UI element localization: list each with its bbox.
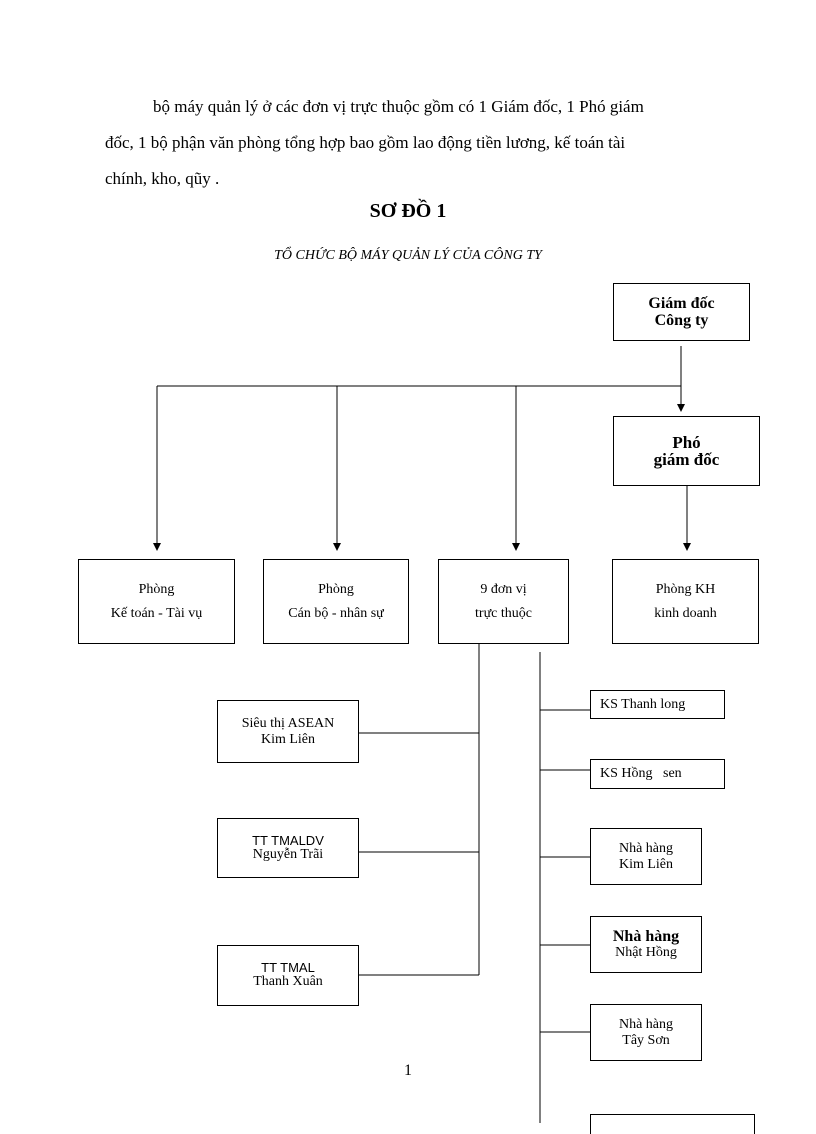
box-label: Thanh Xuân: [253, 974, 323, 989]
nha-hang-tay-son-box: Nhà hàng Tây Sơn: [590, 1004, 702, 1061]
personnel-department-box: Phòng Cán bộ - nhân sự: [263, 559, 409, 644]
accounting-department-box: Phòng Kế toán - Tài vụ: [78, 559, 235, 644]
business-department-box: Phòng KH kinh doanh: [612, 559, 759, 644]
box-label: trực thuộc: [475, 605, 532, 621]
box-label: Nguyễn Trãi: [252, 846, 324, 862]
box-label: Nhà hàng: [612, 928, 680, 945]
nha-hang-kim-lien-box: Nhà hàng Kim Liên: [590, 828, 702, 885]
box-label: 9 đơn vị: [480, 581, 527, 597]
box-label: Phòng KH: [655, 581, 716, 597]
box-label: Kim Liên: [618, 856, 674, 872]
box-label: Phòng: [138, 581, 175, 597]
box-label: Nhà hàng: [618, 1016, 674, 1032]
ks-thanh-long-box: KS Thanh long: [590, 690, 725, 719]
box-label: Siêu thị ASEAN: [241, 715, 335, 731]
cut-off-box: [590, 1114, 755, 1134]
intro-paragraph: bộ máy quản lý ở các đơn vị trực thuộc g…: [105, 89, 760, 197]
box-label: Công ty: [654, 312, 709, 329]
thanh-xuan-center-box: TT TMAL Thanh Xuân: [217, 945, 359, 1006]
paragraph-line: đốc, 1 bộ phận văn phòng tổng hợp bao gồ…: [105, 133, 626, 152]
box-label: KS Thanh long: [600, 696, 686, 712]
box-label: Giám đốc: [648, 295, 715, 312]
diagram-subtitle: TỔ CHỨC BỘ MÁY QUẢN LÝ CỦA CÔNG TY: [274, 248, 542, 263]
box-label: TT TMAL: [261, 960, 315, 975]
paragraph-line: chính, kho, qũy .: [105, 169, 220, 188]
nguyen-trai-center-box: TT TMALDV Nguyễn Trãi: [217, 818, 359, 878]
asean-supermarket-box: Siêu thị ASEAN Kim Liên: [217, 700, 359, 763]
nha-hang-nhat-hong-box: Nhà hàng Nhật Hồng: [590, 916, 702, 973]
director-box: Giám đốc Công ty: [613, 283, 750, 341]
box-label: KS Hồng sen: [600, 766, 682, 781]
box-label: Tây Sơn: [622, 1032, 670, 1048]
box-label: Cán bộ - nhân sự: [288, 605, 384, 621]
diagram-title: SƠ ĐỒ 1: [369, 200, 447, 222]
box-label: Kế toán - Tài vụ: [110, 605, 203, 621]
box-label: Phòng: [318, 581, 354, 597]
box-label: giám đốc: [653, 450, 720, 469]
box-label: Kim Liên: [260, 731, 316, 747]
page-number: 1: [404, 1062, 412, 1079]
box-label: Nhật Hồng: [615, 945, 677, 960]
box-label: Nhà hàng: [618, 840, 674, 856]
ks-hong-sen-box: KS Hồng sen: [590, 759, 725, 789]
affiliated-units-box: 9 đơn vị trực thuộc: [438, 559, 569, 644]
paragraph-line: bộ máy quản lý ở các đơn vị trực thuộc g…: [153, 97, 644, 116]
box-label: kinh doanh: [654, 605, 717, 621]
box-label: Phó: [672, 433, 701, 452]
box-label: TT TMALDV: [252, 832, 324, 848]
deputy-director-box: Phó giám đốc: [613, 416, 760, 486]
